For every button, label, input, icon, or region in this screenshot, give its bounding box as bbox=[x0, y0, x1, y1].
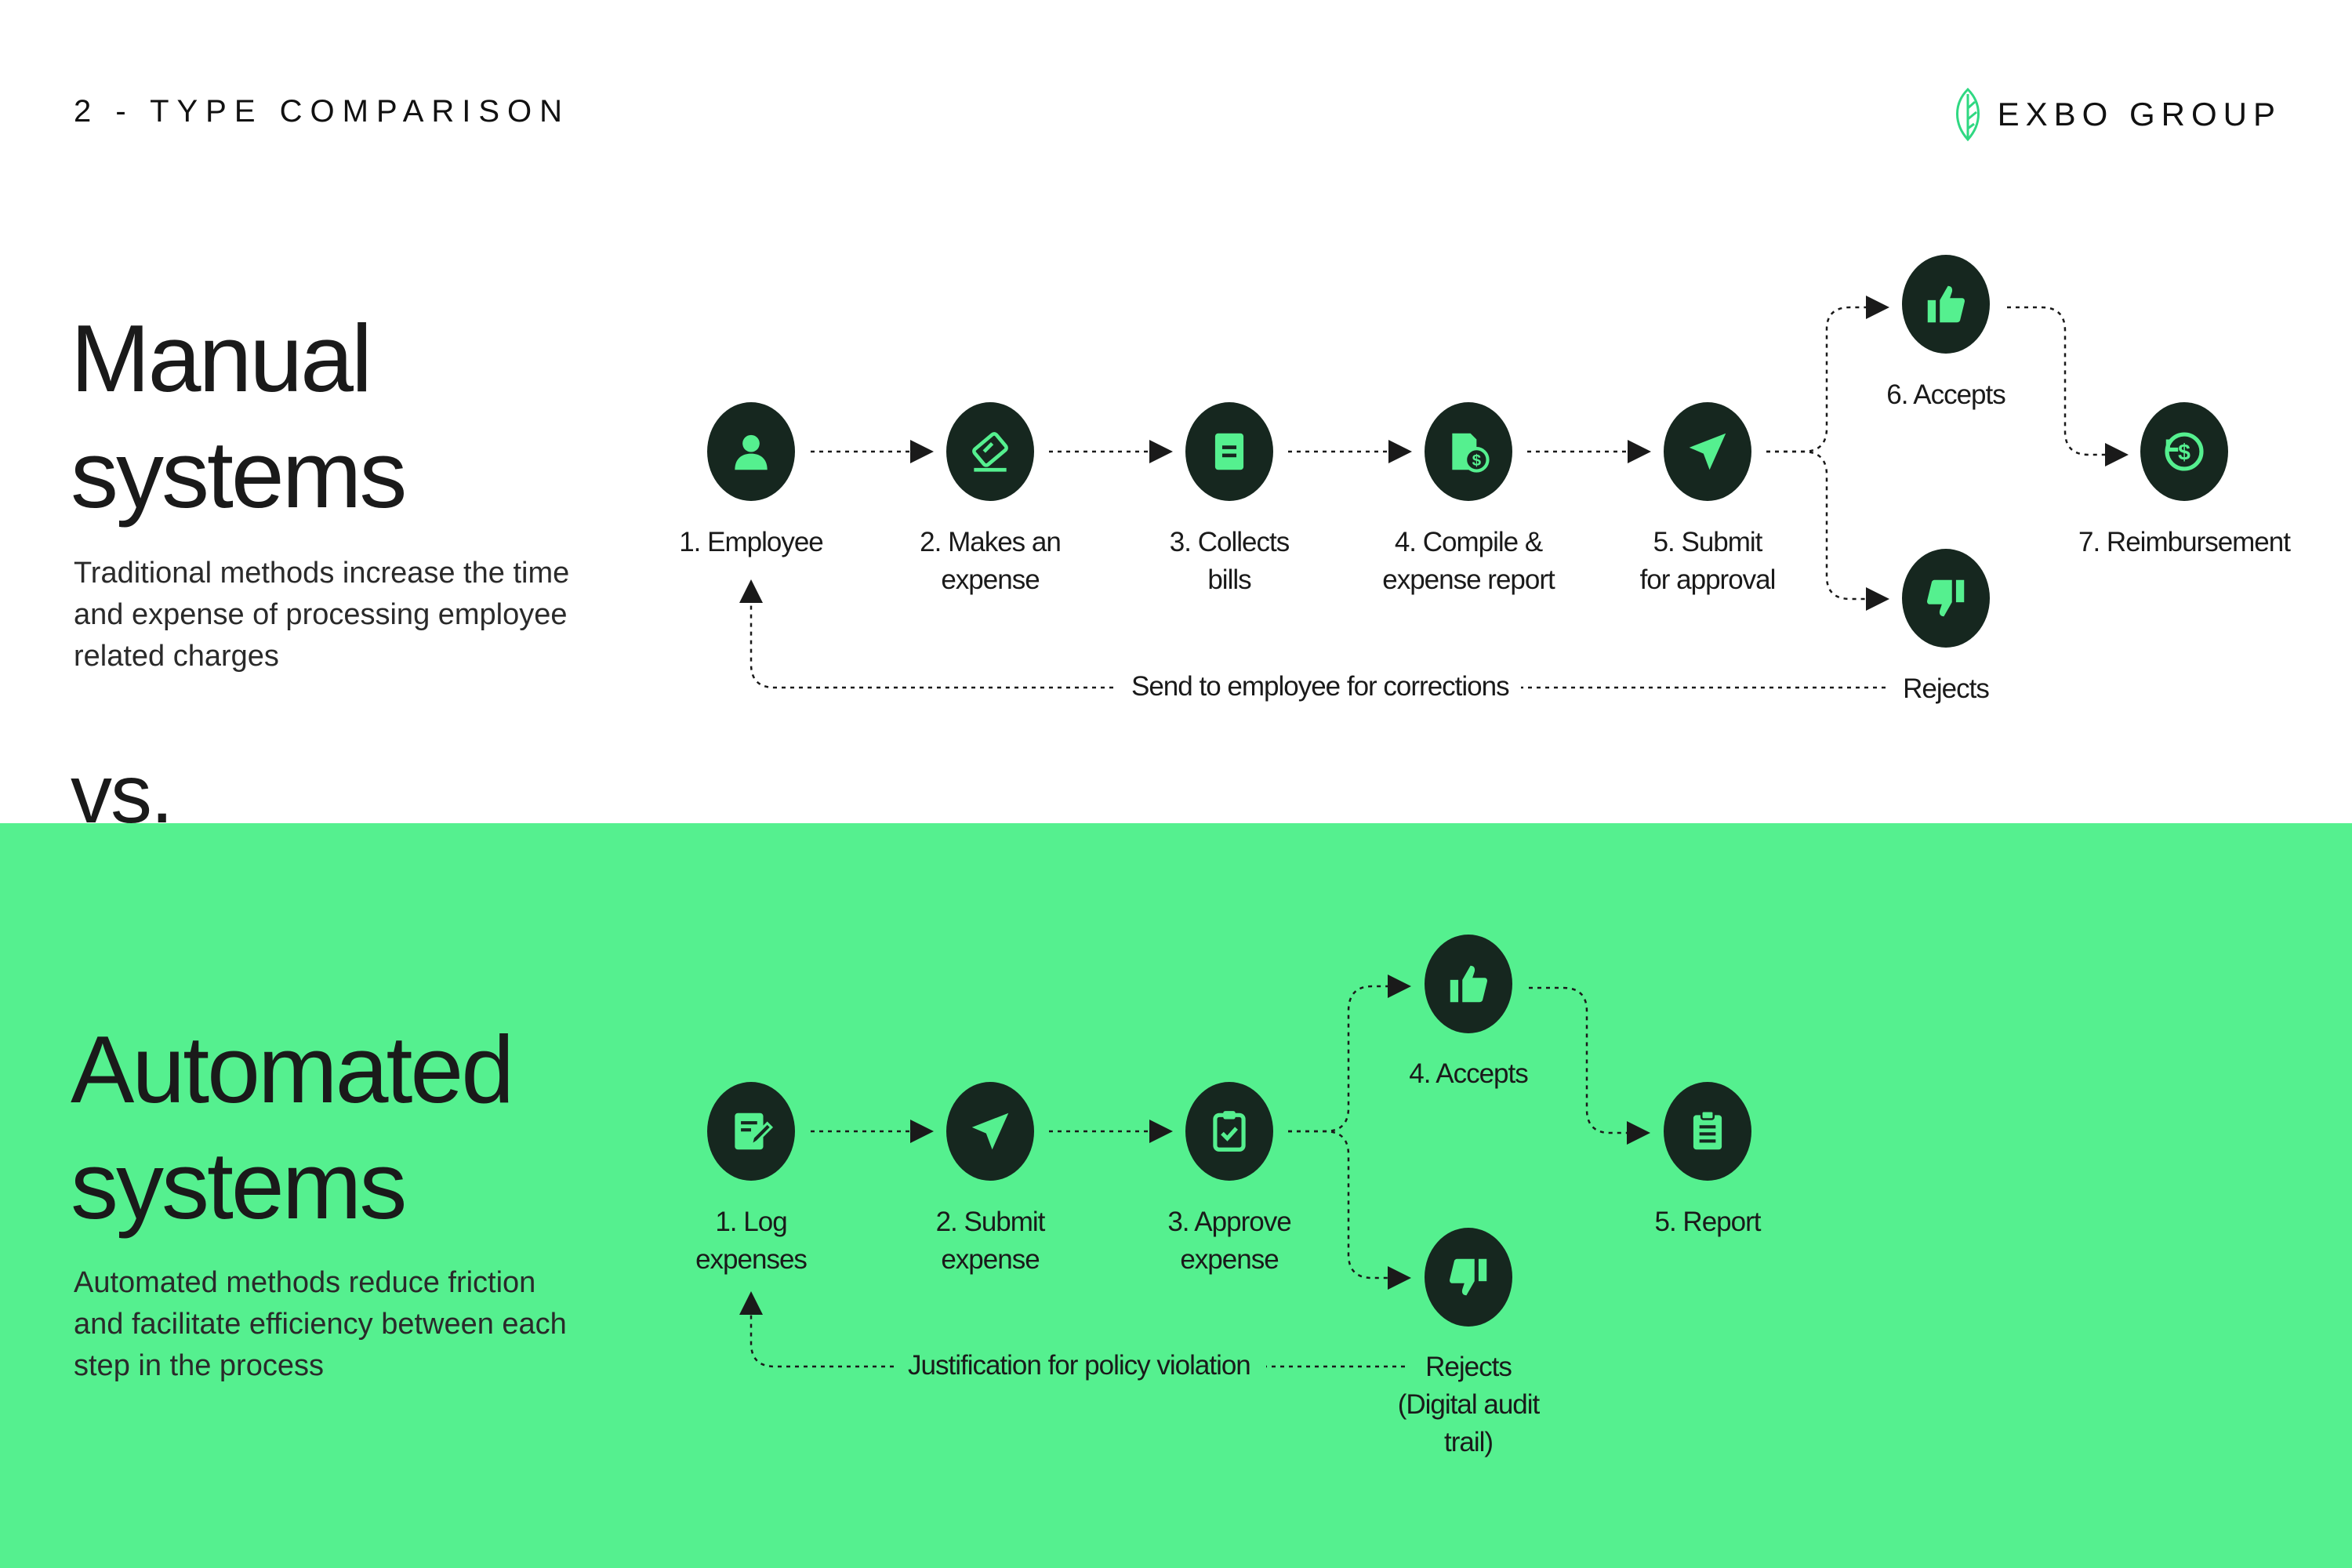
manual-description: Traditional methods increase the time an… bbox=[74, 557, 570, 673]
refund-icon: $ bbox=[2165, 432, 2204, 471]
manual-label-6: 6. Accepts bbox=[1886, 379, 2005, 410]
user-icon bbox=[735, 434, 768, 470]
manual-node-rejects bbox=[1902, 549, 1990, 648]
automated-description: Automated methods reduce friction and fa… bbox=[74, 1266, 567, 1382]
auto-node-accepts bbox=[1425, 935, 1512, 1033]
auto-loop-arrow bbox=[751, 1294, 1405, 1368]
send-icon bbox=[1689, 433, 1726, 470]
manual-label-1: 1. Employee bbox=[679, 527, 824, 557]
bill-icon bbox=[1214, 433, 1244, 470]
automated-title-line2: systems bbox=[71, 1132, 407, 1239]
clipboard-check-icon bbox=[1213, 1111, 1246, 1152]
svg-text:$: $ bbox=[2178, 440, 2190, 465]
manual-label-5: 5. Submit for approval bbox=[1639, 527, 1777, 595]
brand-name: EXBO GROUP bbox=[1997, 96, 2281, 132]
leaf-icon bbox=[1955, 87, 1980, 142]
manual-node-compile: $ bbox=[1425, 402, 1512, 501]
auto-node-submit bbox=[946, 1082, 1034, 1181]
auto-label-2: 2. Submit expense bbox=[935, 1207, 1046, 1275]
manual-loop-label: Send to employee for corrections bbox=[1131, 671, 1510, 702]
manual-branch-accept bbox=[1766, 296, 1889, 453]
thumbs-up-icon bbox=[1450, 965, 1487, 1003]
svg-text:$: $ bbox=[1472, 452, 1482, 470]
manual-loop-arrow bbox=[751, 582, 1886, 689]
manual-label-3: 3. Collects bills bbox=[1169, 527, 1290, 595]
auto-label-rejects: Rejects bbox=[1425, 1352, 1512, 1382]
manual-title-line1: Manual bbox=[71, 305, 372, 412]
auto-node-rejects bbox=[1425, 1228, 1512, 1327]
manual-label-4: 4. Compile & expense report bbox=[1382, 527, 1555, 595]
thumbs-down-icon bbox=[1450, 1258, 1487, 1296]
manual-node-employee bbox=[707, 402, 795, 501]
thumbs-down-icon bbox=[1927, 579, 1965, 617]
auto-node-approve bbox=[1185, 1082, 1273, 1181]
auto-node-log bbox=[707, 1082, 795, 1181]
thumbs-up-icon bbox=[1927, 285, 1965, 323]
manual-node-submit bbox=[1664, 402, 1751, 501]
auto-branch-accept bbox=[1288, 975, 1411, 1133]
manual-accept-to-reimburse bbox=[2007, 306, 2129, 466]
auto-node-report bbox=[1664, 1082, 1751, 1181]
section-label: 2 - TYPE COMPARISON bbox=[74, 94, 571, 129]
automated-title-line1: Automated bbox=[71, 1016, 514, 1123]
manual-node-bills bbox=[1185, 402, 1273, 501]
manual-node-expense bbox=[946, 402, 1034, 501]
auto-label-1: 1. Log expenses bbox=[695, 1207, 808, 1275]
automated-section-background bbox=[0, 823, 2352, 1568]
auto-label-5: 5. Report bbox=[1654, 1207, 1762, 1237]
auto-reject-note: (Digital audit trail) bbox=[1397, 1389, 1541, 1457]
manual-label-7: 7. Reimbursement bbox=[2078, 527, 2291, 557]
auto-loop-label: Justification for policy violation bbox=[908, 1350, 1251, 1381]
manual-label-rejects: Rejects bbox=[1903, 673, 1990, 704]
manual-title-line2: systems bbox=[71, 421, 407, 528]
manual-branch-reject bbox=[1766, 450, 1889, 611]
auto-branch-reject bbox=[1288, 1130, 1411, 1290]
report-dollar-icon: $ bbox=[1452, 433, 1490, 473]
auto-accept-to-report bbox=[1529, 986, 1650, 1145]
clipboard-list-icon bbox=[1693, 1109, 1722, 1150]
manual-label-2: 2. Makes an expense bbox=[920, 527, 1062, 595]
manual-node-accepts bbox=[1902, 255, 1990, 354]
card-icon bbox=[972, 432, 1008, 472]
vs-label: vs. bbox=[71, 748, 173, 840]
send-icon bbox=[971, 1112, 1009, 1150]
edit-doc-icon bbox=[735, 1112, 774, 1150]
brand-logo: EXBO GROUP bbox=[1952, 86, 2281, 143]
auto-label-4: 4. Accepts bbox=[1409, 1058, 1528, 1089]
manual-node-reimbursement: $ bbox=[2140, 402, 2228, 501]
auto-label-3: 3. Approve expense bbox=[1167, 1207, 1291, 1275]
